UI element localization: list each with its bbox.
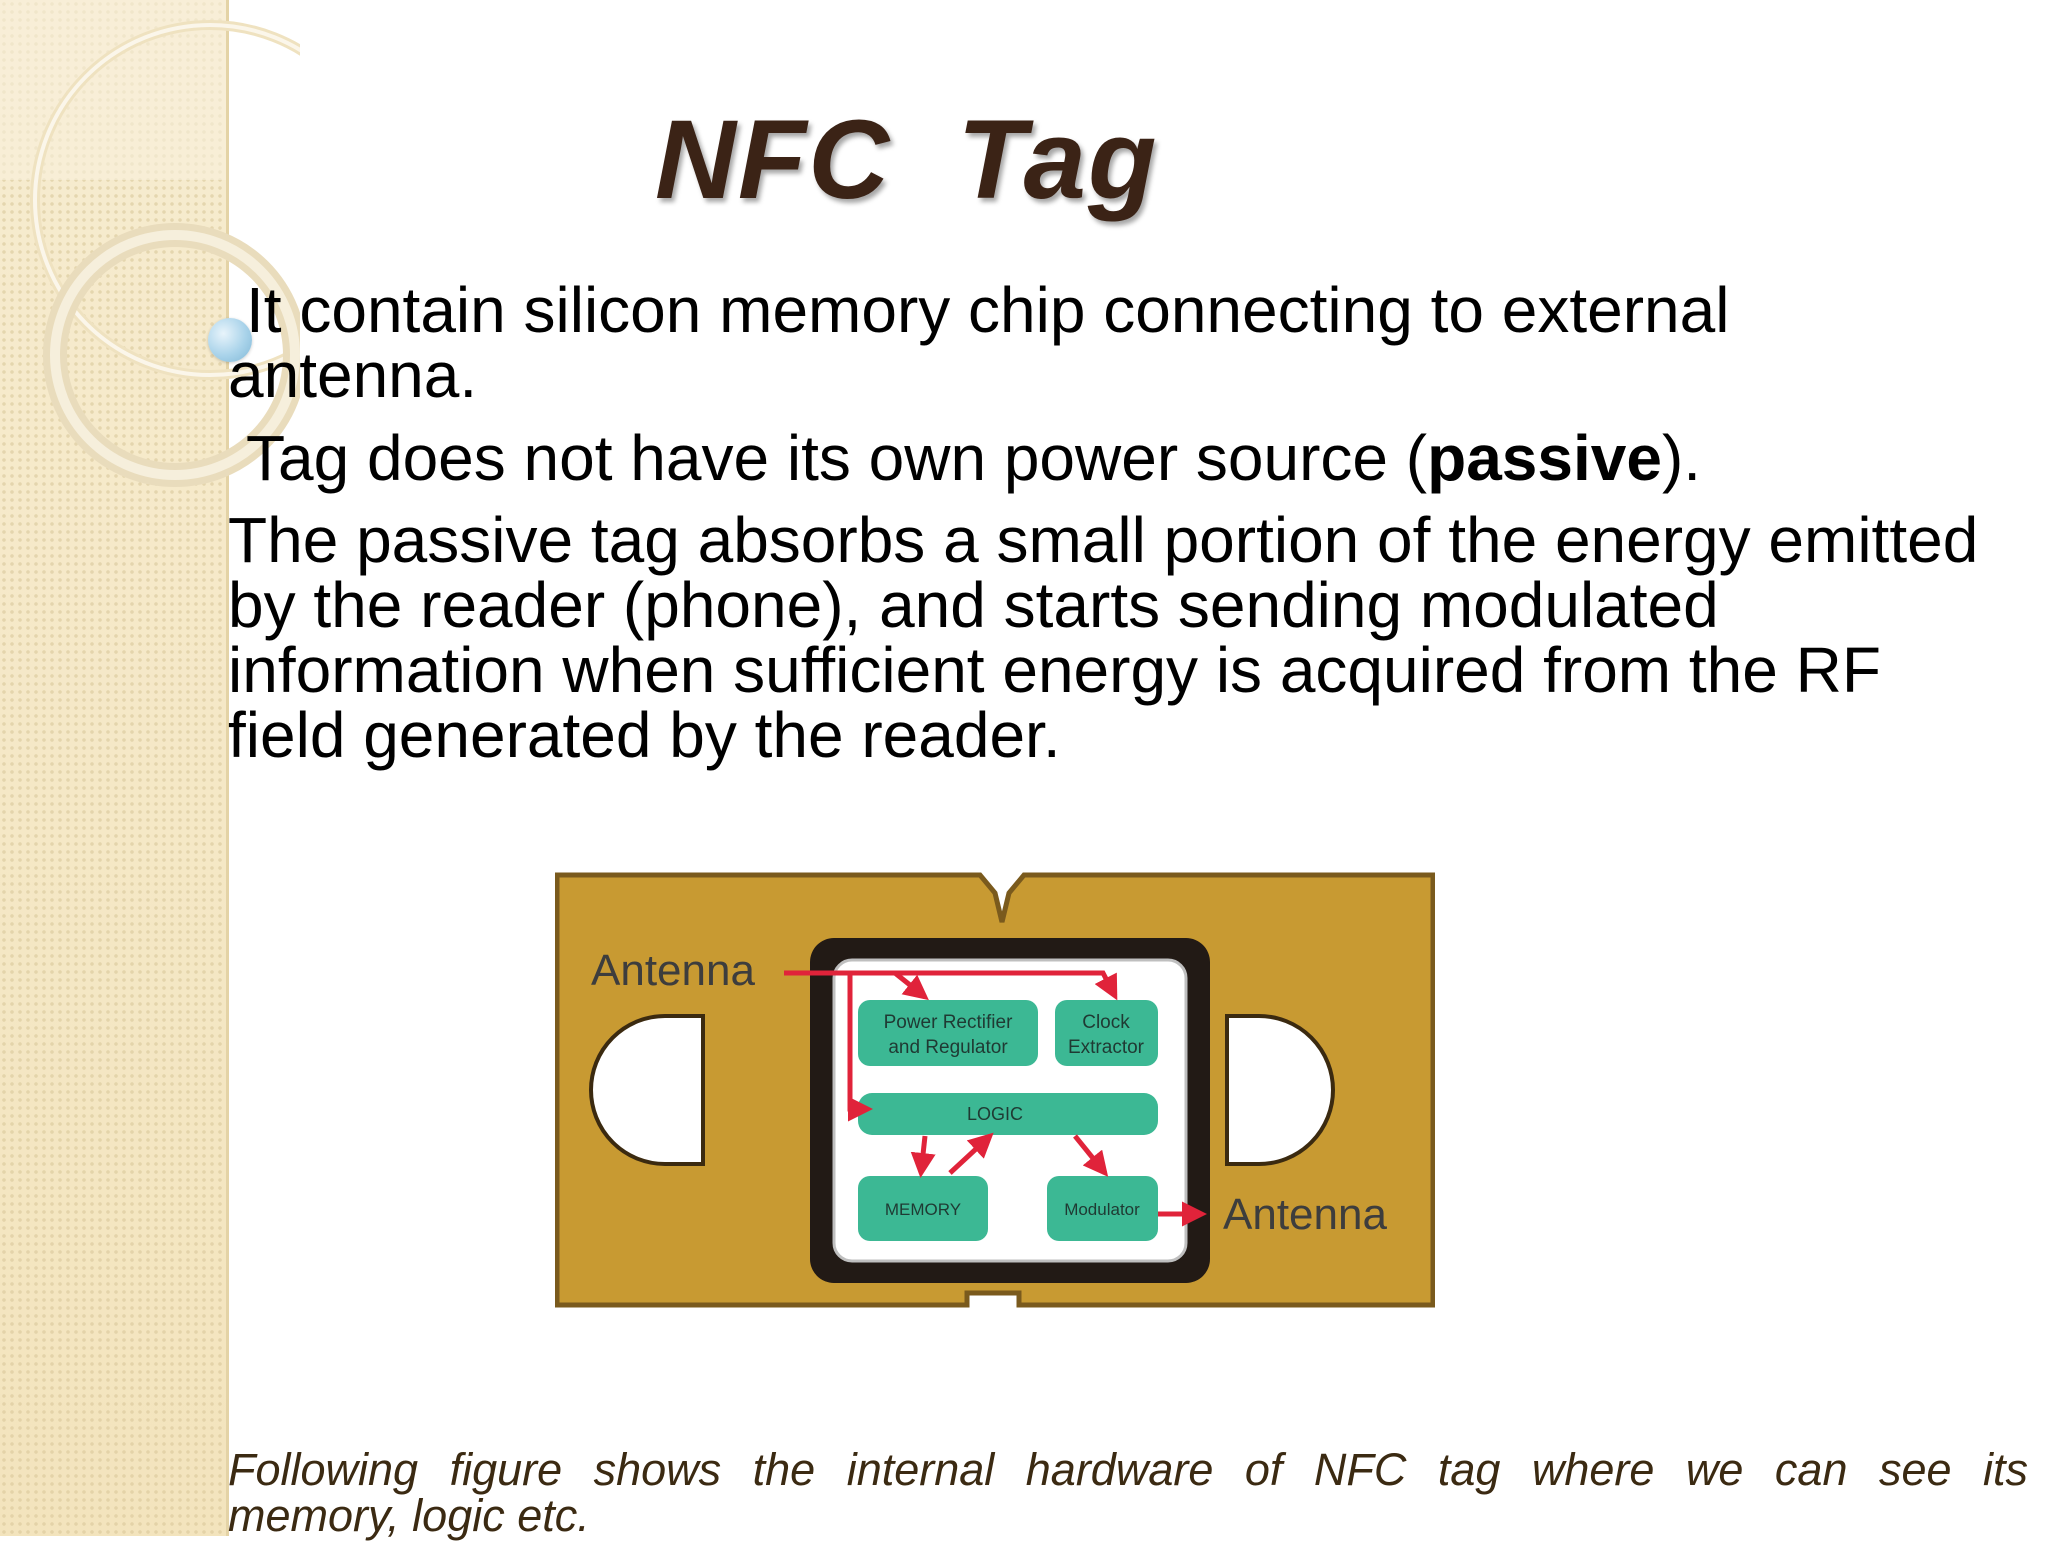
- bullet-item-1: It contain silicon memory chip connectin…: [228, 278, 1868, 408]
- power-rectifier-label-line1: Power Rectifier: [884, 1012, 1013, 1033]
- logic-block: [858, 1093, 1158, 1135]
- modulator-block: [1047, 1176, 1158, 1241]
- logic-label: LOGIC: [967, 1104, 1023, 1124]
- modulator-label: Modulator: [1064, 1200, 1140, 1219]
- nfc-tag-diagram: Antenna Antenna Power Rectifier and Regu…: [555, 872, 1435, 1308]
- antenna-label-right: Antenna: [1223, 1190, 1387, 1239]
- power-rectifier-block: [858, 1000, 1038, 1066]
- memory-block: [858, 1176, 988, 1241]
- bullet-text-bold: passive: [1427, 422, 1662, 494]
- bullet-text-start: Tag does not have its own power source (: [246, 422, 1428, 494]
- signal-arrows: [784, 970, 1207, 1227]
- bullet-item-3: The passive tag absorbs a small portion …: [228, 508, 1998, 768]
- clock-extractor-label-line2: Extractor: [1068, 1037, 1145, 1058]
- bullet-text: The passive tag absorbs a small portion …: [228, 504, 1979, 771]
- antenna-label-left: Antenna: [591, 946, 755, 995]
- power-rectifier-label-line2: and Regulator: [888, 1037, 1008, 1058]
- figure-caption-line-2: memory, logic etc.: [228, 1490, 590, 1541]
- antenna-cutout-right: [1225, 1014, 1335, 1166]
- memory-label: MEMORY: [885, 1200, 961, 1219]
- bullet-item-2: Tag does not have its own power source (…: [228, 426, 1868, 491]
- decorative-rings: [0, 0, 300, 487]
- clock-extractor-block: [1055, 1000, 1158, 1066]
- clock-extractor-label-line1: Clock: [1082, 1012, 1130, 1033]
- slide-title: NFC Tag: [655, 97, 1159, 222]
- bullet-dot-icon: [208, 318, 252, 362]
- bullet-text: It contain silicon memory chip connectin…: [228, 274, 1730, 411]
- antenna-cutout-left: [589, 1014, 705, 1166]
- figure-caption-line-1: Following figure shows the internal hard…: [228, 1444, 2028, 1495]
- bullet-text-end: ).: [1661, 422, 1702, 494]
